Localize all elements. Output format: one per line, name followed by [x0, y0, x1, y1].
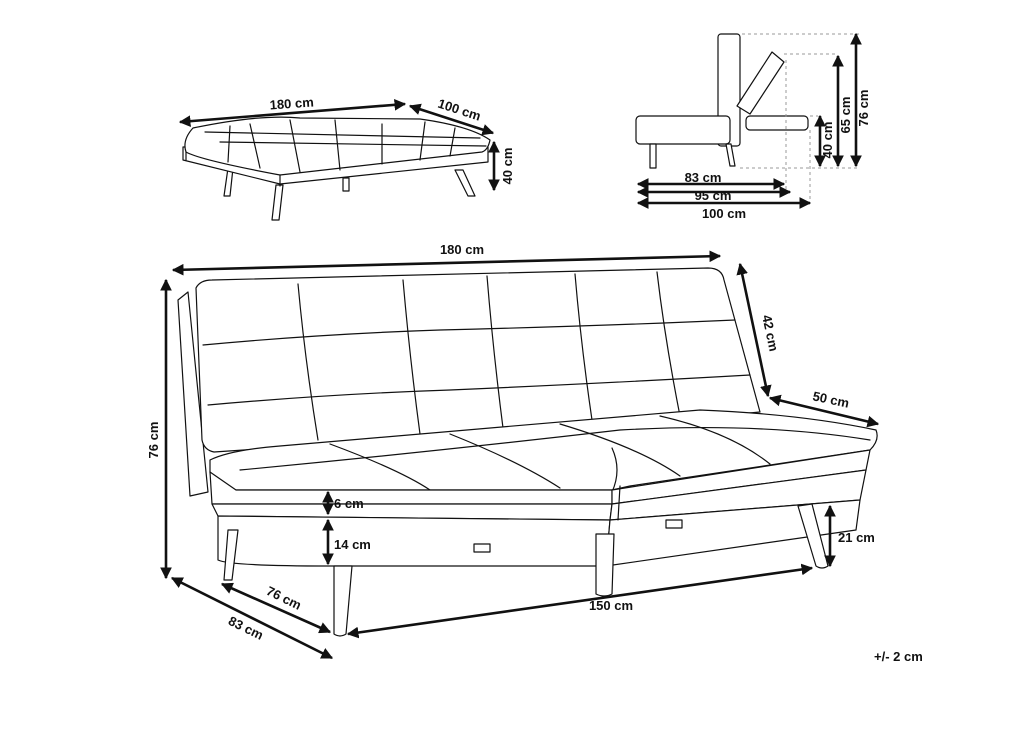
base-label: 14 cm: [334, 537, 371, 552]
profile-40-label: 40 cm: [820, 122, 835, 159]
profile-65-label: 65 cm: [838, 97, 853, 134]
profile-95-label: 95 cm: [695, 188, 732, 203]
bed-depth-label: 100 cm: [436, 96, 483, 124]
profile-76-label: 76 cm: [856, 90, 871, 127]
leg-height-label: 21 cm: [838, 530, 875, 545]
back-height-label: 42 cm: [759, 313, 781, 352]
leg-span-label: 150 cm: [589, 598, 633, 613]
bed-height-label: 40 cm: [500, 148, 515, 185]
sofa-height-label: 76 cm: [146, 422, 161, 459]
side-profile-view: 83 cm 95 cm 100 cm 40 cm 65 cm 76 cm: [635, 32, 871, 221]
bed-width-label: 180 cm: [269, 94, 314, 112]
sofa-width-label: 180 cm: [440, 242, 484, 257]
profile-83-label: 83 cm: [685, 170, 722, 185]
bed-mode-view: 180 cm 100 cm 40 cm: [178, 94, 515, 221]
inner-depth-label: 76 cm: [264, 583, 304, 613]
profile-100-label: 100 cm: [702, 206, 746, 221]
tolerance-note: +/- 2 cm: [874, 649, 923, 664]
cushion-label: 6 cm: [334, 496, 364, 511]
sofa-mode-view: 180 cm 76 cm 42 cm 50 cm 6 cm 14 cm 21 c…: [146, 242, 880, 660]
outer-depth-label: 83 cm: [226, 613, 266, 643]
seat-depth-label: 50 cm: [811, 388, 850, 410]
